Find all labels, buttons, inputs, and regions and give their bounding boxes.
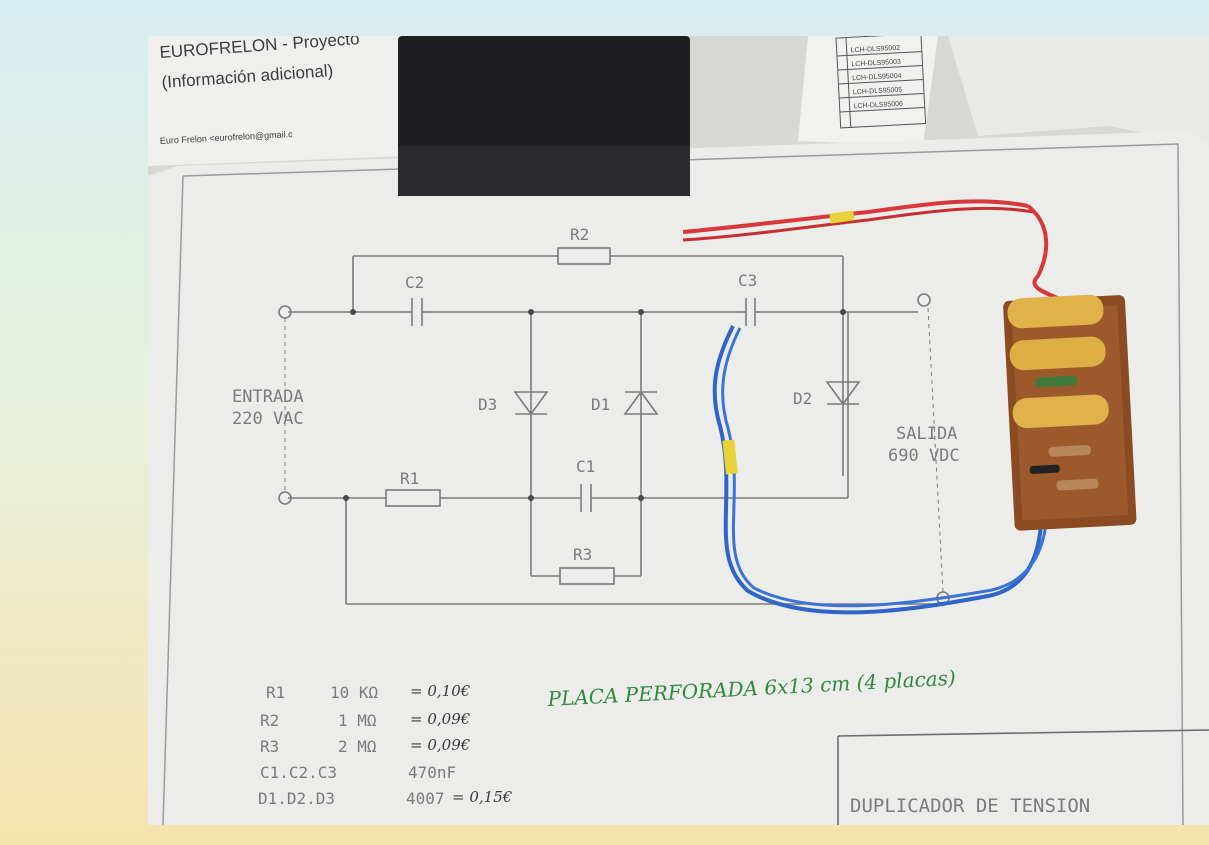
table-row: LCH-DLS95002 <box>851 45 901 55</box>
bom-value: 1 MΩ <box>338 711 377 730</box>
sheet-border-left <box>162 175 184 825</box>
back-sheet <box>948 36 1209 146</box>
label-c3: C3 <box>738 271 757 290</box>
table-row: LCH-DLS95005 <box>853 87 903 97</box>
schematic-sheet <box>148 131 1209 825</box>
label-r2: R2 <box>570 225 589 244</box>
bom-price: = 0,09€ <box>410 736 471 754</box>
resistor <box>1035 375 1078 388</box>
output-label-2: 690 VDC <box>888 446 960 466</box>
title-block-border <box>837 729 1209 737</box>
bom-price: = 0,15€ <box>452 788 513 806</box>
label-r3: R3 <box>573 545 592 564</box>
resistor <box>1048 445 1091 457</box>
bom-ref: D1.D2.D3 <box>258 789 335 808</box>
circuit-photo: EUROFRELON - Proyecto (Información adici… <box>148 36 1209 825</box>
bom-value: 10 KΩ <box>330 683 379 702</box>
diode <box>1029 464 1060 474</box>
junction-dots <box>343 309 846 501</box>
bom-ref: C1.C2.C3 <box>260 763 337 782</box>
bom-ref: R2 <box>260 711 279 730</box>
bom-list: R1 10 KΩ = 0,10€ R2 1 MΩ = 0,09€ R3 2 MΩ… <box>258 682 513 808</box>
yellow-heatshrink <box>829 210 855 224</box>
parts-list-sheet <box>798 36 938 146</box>
label-d1: D1 <box>591 395 610 414</box>
bom-ref: R3 <box>260 737 279 756</box>
title-block-text: DUPLICADOR DE TENSION <box>850 795 1090 817</box>
output-label-1: SALIDA <box>896 424 957 444</box>
bom-price: = 0,10€ <box>410 682 471 700</box>
bom-value: 2 MΩ <box>338 737 377 756</box>
table-row: LCH-DLS95003 <box>851 59 901 69</box>
bom-price: = 0,09€ <box>410 710 471 728</box>
capacitor <box>1012 394 1109 429</box>
red-wire <box>682 199 1029 234</box>
perfboard <box>1003 294 1137 531</box>
bom-value: 470nF <box>408 763 456 782</box>
input-label-1: ENTRADA <box>232 387 304 407</box>
bom-ref: R1 <box>266 683 285 702</box>
table-row: LCH-DLS95006 <box>853 101 903 111</box>
bom-value: 4007 <box>406 789 445 808</box>
input-label-2: 220 VAC <box>232 409 304 429</box>
parts-table: LCH-DLS95002 LCH-DLS95003 LCH-DLS95004 L… <box>835 36 927 129</box>
label-d2: D2 <box>793 389 812 408</box>
label-c2: C2 <box>405 273 424 292</box>
label-c1: C1 <box>576 457 595 476</box>
table-row: LCH-DLS95004 <box>852 73 902 83</box>
label-r1: R1 <box>400 469 419 488</box>
resistor <box>1056 478 1099 491</box>
capacitor <box>1009 336 1106 371</box>
schematic <box>278 247 950 605</box>
header-sheet <box>148 36 418 166</box>
capacitor <box>1007 294 1104 329</box>
label-d3: D3 <box>478 395 497 414</box>
